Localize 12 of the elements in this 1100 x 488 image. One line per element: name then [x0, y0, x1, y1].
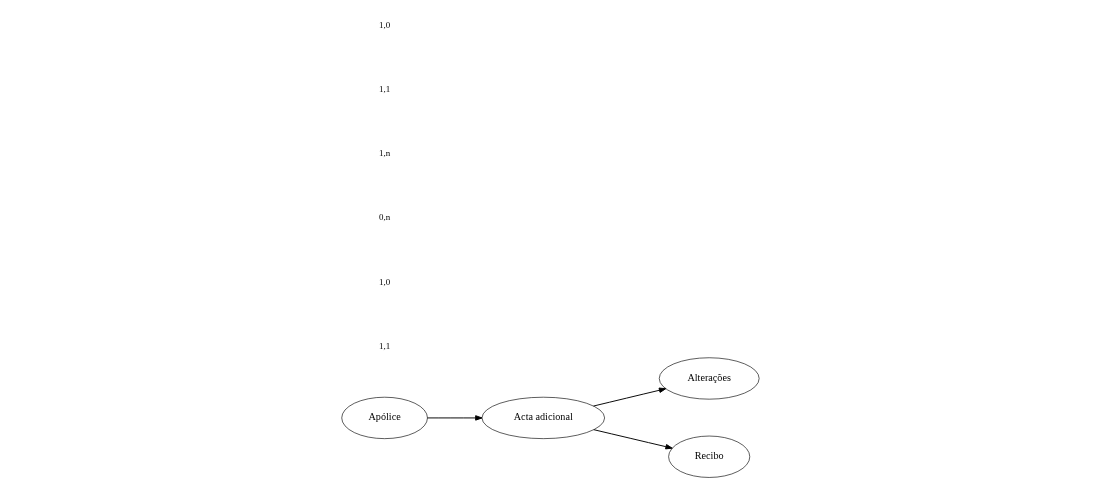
node-ellipse: Recibo: [667, 435, 750, 478]
label: 1,1: [378, 340, 390, 351]
label: 1,n: [378, 147, 390, 158]
arrow: [426, 414, 482, 421]
label: 0,n: [378, 211, 390, 222]
node-ellipse: Apólice: [340, 396, 428, 439]
arrow: [592, 428, 673, 449]
label: 1,0: [378, 19, 390, 30]
arrow: [592, 387, 666, 406]
label: 1,0: [378, 276, 390, 287]
node-ellipse: Acta adicional: [481, 396, 605, 439]
label: 1,1: [378, 83, 390, 94]
